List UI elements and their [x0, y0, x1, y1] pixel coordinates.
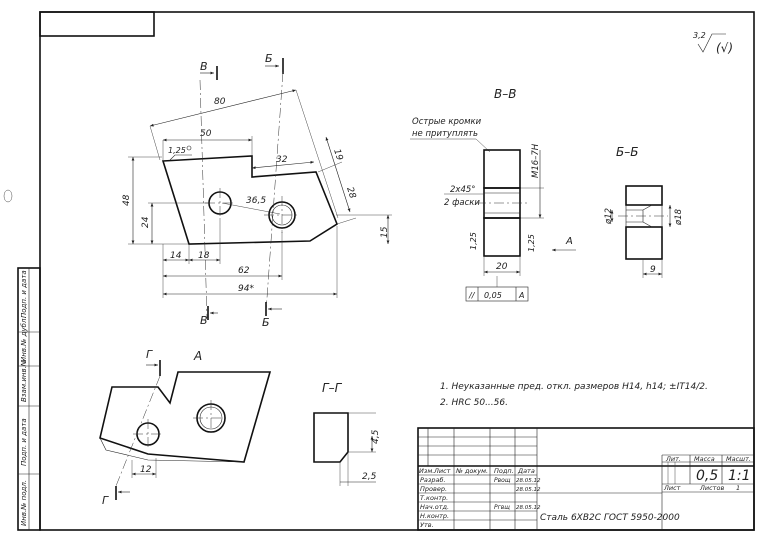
section-vv: B–B Острые кромки не притуплять 2x45° 2 … [410, 87, 576, 302]
tb-sheets-label: Листов [699, 484, 724, 492]
section-gg-d45: 4,5 [371, 429, 381, 444]
section-vv-roughness-left: 1,25 [469, 232, 478, 250]
section-bb-top-hatch [625, 185, 663, 206]
section-vv-roughness-right: 1,25 [527, 234, 536, 252]
sheet-frame [17, 11, 755, 531]
side-stamp-labels: Подп. и дата Инв.№ дубл. Взам.инв.№ Подп… [20, 270, 28, 526]
dim-62: 62 [238, 266, 250, 276]
section-vv-note-2: не притуплять [412, 129, 478, 139]
section-vv-bottom-hatch [483, 217, 521, 257]
roughness-corner: 1,25 [168, 146, 186, 155]
section-gg-hatch [313, 412, 349, 463]
view-a-section-bottom: Г [102, 494, 109, 507]
view-a-dim-12: 12 [140, 465, 152, 475]
dim-80: 80 [214, 97, 226, 107]
side-stamp-1: Подп. и дата [20, 270, 28, 318]
view-a-section-top: Г [146, 348, 153, 361]
tolerance-symbol: // [468, 291, 476, 300]
section-bb-d9: 9 [650, 265, 656, 275]
tolerance-value: 0,05 [484, 291, 502, 300]
section-mark-bb-top: Б [265, 52, 284, 74]
section-gg: Г–Г 4,5 2,5 [313, 381, 381, 486]
section-label-bb-top: Б [265, 52, 273, 65]
chamfer-label-2: 2 фаски [444, 198, 480, 208]
tb-signature-2: Ргвщ [494, 504, 510, 511]
tb-date-2: 28.05.12 [516, 487, 541, 493]
tb-data: Дата [517, 467, 535, 475]
tb-signature-1: Рвощ [494, 477, 511, 484]
tb-list: Лист [433, 467, 451, 475]
note-1: 1. Неуказанные пред. откл. размеров H14,… [440, 382, 708, 392]
side-stamp-4: Подп. и дата [20, 418, 28, 466]
view-a: A Г 12 Г [99, 348, 272, 507]
side-stamp-2: Инв.№ дубл. [20, 316, 28, 362]
tb-scale-value: 1:1 [728, 468, 751, 484]
view-a-outline [99, 371, 272, 463]
tb-role-5: Н.контр. [420, 512, 449, 520]
thread-dim: M16–7H [531, 143, 541, 178]
tb-lit-label: Лит. [665, 455, 681, 463]
section-label-b-bottom: B [200, 314, 208, 327]
section-label-b-top: B [200, 60, 208, 73]
section-gg-d25: 2,5 [362, 472, 377, 482]
section-bb-bottom-hatch [625, 226, 663, 260]
dim-32: 32 [276, 155, 288, 165]
tb-sheets-value: 1 [736, 484, 740, 492]
roughness-symbol: 3,2 (√) [693, 31, 733, 55]
tb-ndoc: № докум. [455, 467, 488, 475]
tb-izm: Изм. [419, 467, 434, 475]
dim-18: 18 [198, 251, 210, 261]
tb-scale-label: Масшт. [726, 455, 751, 463]
note-2: 2. HRC 50...56. [440, 398, 508, 408]
section-bb-d12: ø12 [604, 208, 614, 225]
section-bb-d18: ø18 [674, 208, 684, 226]
technical-notes: 1. Неуказанные пред. откл. размеров H14,… [440, 382, 708, 408]
tb-date-4: 28.05.12 [516, 505, 541, 511]
section-vv-top-hatch [483, 149, 521, 189]
dim-14: 14 [170, 251, 182, 261]
tb-date-1: 28.05.12 [516, 478, 541, 484]
dim-15: 15 [380, 226, 390, 238]
roughness-value: 3,2 [693, 31, 706, 40]
tb-role-4: Нач.отд. [420, 503, 449, 511]
section-mark-bb-bottom: Б [262, 302, 282, 329]
dim-28: 28 [344, 186, 357, 200]
tb-podp: Подп. [494, 467, 514, 475]
section-bb-title: Б–Б [616, 145, 638, 159]
side-stamp-3: Взам.инв.№ [20, 359, 28, 402]
section-bb: Б–Б ø12 ø18 9 [604, 145, 684, 278]
dim-24: 24 [141, 216, 151, 228]
section-vv-title: B–B [494, 87, 516, 101]
view-arrow-a: A [565, 236, 573, 247]
section-vv-note-1: Острые кромки [412, 117, 482, 127]
section-mark-b-bottom: B [200, 306, 218, 327]
tb-sheet-label: Лист [663, 484, 681, 492]
dim-94: 94* [238, 284, 254, 294]
tb-role-6: Утв. [420, 521, 434, 529]
view-a-title: A [193, 349, 202, 363]
dim-36-5: 36,5 [246, 196, 266, 206]
punch-hole [3, 189, 13, 203]
tb-role-2: Провер. [420, 485, 447, 493]
dim-48: 48 [122, 194, 132, 206]
section-gg-title: Г–Г [322, 381, 343, 395]
tb-mass-value: 0,5 [696, 468, 718, 484]
tb-mass-label: Масса [694, 455, 715, 463]
roughness-general: (√) [716, 41, 733, 55]
section-vv-width: 20 [496, 262, 508, 272]
main-view: B Б 80 50 32 [122, 52, 392, 329]
tb-role-1: Разраб. [420, 476, 446, 484]
tolerance-base: A [518, 291, 524, 300]
side-stamp-5: Инв.№ подл. [20, 480, 28, 526]
title-block: Изм. Лист № докум. Подп. Дата Разраб. Пр… [417, 427, 755, 531]
tb-material: Сталь 6ХВ2С ГОСТ 5950-2000 [540, 513, 680, 523]
section-line-bb [199, 79, 208, 319]
section-label-bb-bottom: Б [262, 316, 270, 329]
dim-19: 19 [331, 148, 344, 162]
section-mark-b-top: B [200, 60, 218, 80]
dim-50: 50 [200, 129, 212, 139]
chamfer-label-1: 2x45° [450, 185, 476, 195]
tb-role-3: Т.контр. [420, 494, 448, 502]
